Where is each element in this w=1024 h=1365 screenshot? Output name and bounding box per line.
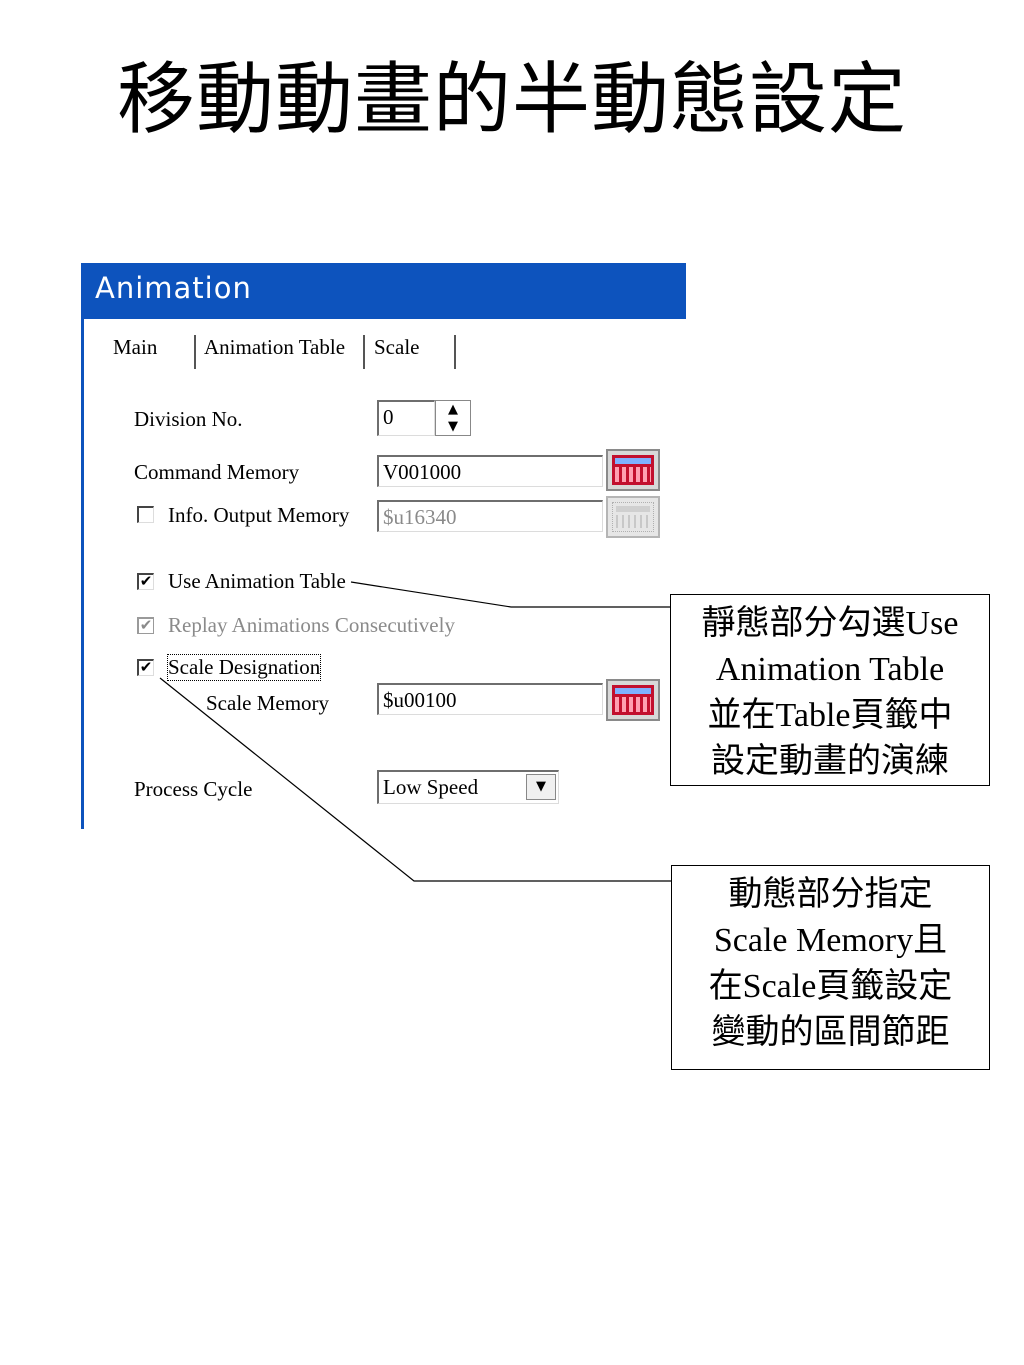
command-memory-input[interactable]: V001000: [377, 455, 603, 487]
info-output-memory-checkbox[interactable]: [137, 506, 154, 523]
tab-main[interactable]: Main: [113, 335, 158, 359]
dynamic-callout-line: Scale Memory且: [713, 922, 948, 959]
division-no-input[interactable]: 0: [377, 400, 435, 436]
scale-designation-checkbox[interactable]: ✔: [137, 659, 154, 676]
scale-memory-label: Scale Memory: [206, 691, 330, 715]
static-callout-line: Animation Table: [715, 651, 945, 688]
spin-up-icon[interactable]: ▲: [448, 402, 458, 417]
scale-memory-calculator-button[interactable]: [606, 679, 660, 721]
info-output-memory-input[interactable]: $u16340: [377, 500, 603, 532]
scale-designation-label[interactable]: Scale Designation: [166, 654, 322, 681]
tab-divider: [454, 335, 456, 369]
dynamic-callout-line: 變動的區間節距: [711, 1014, 950, 1051]
command-memory-calculator-button[interactable]: [606, 449, 660, 491]
dynamic-callout: 動態部分指定 Scale Memory且 在Scale頁籤設定 變動的區間節距: [671, 865, 990, 1070]
dynamic-callout-line: 在Scale頁籤設定: [708, 968, 953, 1005]
process-cycle-label: Process Cycle: [134, 777, 253, 801]
process-cycle-value: Low Speed: [383, 775, 479, 799]
division-no-spinner[interactable]: ▲ ▼: [435, 400, 471, 436]
dynamic-callout-connector: [159, 677, 672, 882]
replay-animations-label[interactable]: Replay Animations Consecutively: [168, 613, 455, 637]
process-cycle-select[interactable]: Low Speed ▼: [377, 770, 559, 804]
static-callout: 靜態部分勾選Use Animation Table 並在Table頁籤中 設定動…: [670, 594, 990, 786]
dialog-titlebar[interactable]: Animation: [84, 263, 686, 319]
command-memory-label: Command Memory: [134, 460, 300, 484]
info-output-memory-calculator-button[interactable]: [606, 496, 660, 538]
calculator-icon: [612, 685, 654, 715]
tab-animation-table[interactable]: Animation Table: [204, 335, 346, 359]
static-callout-line: 靜態部分勾選Use: [701, 605, 959, 642]
static-callout-line: 設定動畫的演練: [711, 743, 949, 780]
tab-divider: [363, 335, 365, 369]
tab-scale[interactable]: Scale: [374, 335, 420, 359]
dialog-title: Animation: [95, 271, 252, 305]
division-no-label: Division No.: [134, 407, 243, 431]
dynamic-callout-line: 動態部分指定: [728, 876, 933, 913]
use-animation-table-checkbox[interactable]: ✔: [137, 573, 154, 590]
calculator-icon: [612, 455, 654, 485]
static-callout-connector: [350, 581, 671, 608]
replay-animations-checkbox[interactable]: ✔: [137, 617, 154, 634]
slide-title: 移動動畫的半動態設定: [116, 55, 907, 145]
static-callout-line: 並在Table頁籤中: [707, 697, 953, 734]
calculator-icon: [612, 502, 654, 532]
scale-memory-input[interactable]: $u00100: [377, 683, 603, 715]
chevron-down-icon[interactable]: ▼: [526, 774, 556, 800]
spin-down-icon[interactable]: ▼: [448, 419, 458, 434]
animation-dialog: Animation Main Animation Table Scale Div…: [81, 263, 686, 829]
tab-divider: [194, 335, 196, 369]
info-output-memory-label: Info. Output Memory: [168, 503, 350, 527]
use-animation-table-label[interactable]: Use Animation Table: [168, 569, 346, 593]
